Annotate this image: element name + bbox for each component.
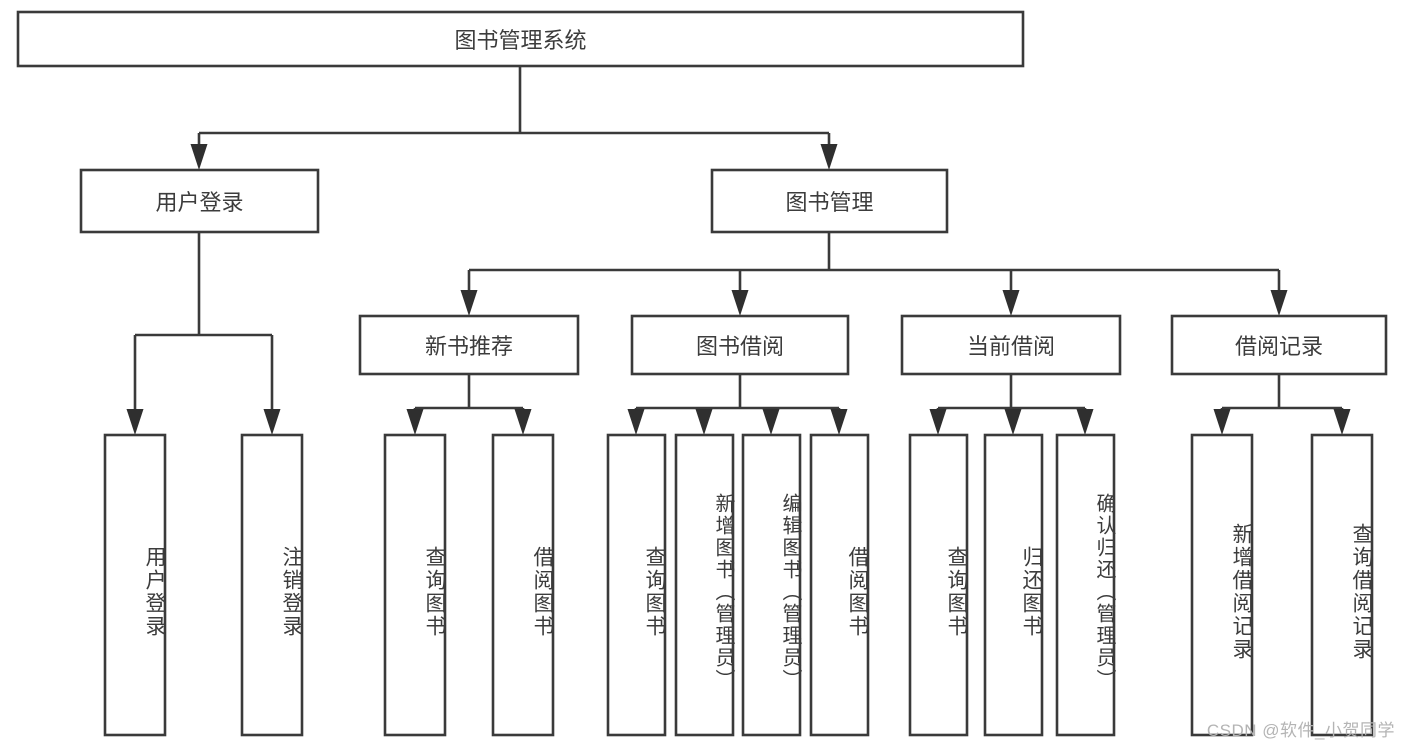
node-box-leaf-query-book-1[interactable] — [383, 433, 447, 737]
node-box-leaf-logout[interactable] — [240, 433, 304, 737]
arrow-head-icon — [830, 409, 848, 435]
node-box-leaf-user-login[interactable] — [103, 433, 167, 737]
arrow-head-icon — [731, 290, 749, 316]
node-box-user-login[interactable] — [79, 168, 320, 234]
node-box-current-borrow[interactable] — [900, 314, 1122, 376]
node-box-leaf-query-book-3[interactable] — [908, 433, 969, 737]
node-box-leaf-query-record[interactable] — [1310, 433, 1374, 737]
node-box-leaf-edit-book[interactable] — [741, 433, 802, 737]
node-box-leaf-return-book[interactable] — [983, 433, 1044, 737]
arrow-head-icon — [820, 144, 838, 170]
arrow-head-icon — [762, 409, 780, 435]
node-box-book-management[interactable] — [710, 168, 949, 234]
node-box-leaf-add-book[interactable] — [674, 433, 735, 737]
node-box-borrow-record[interactable] — [1170, 314, 1388, 376]
arrow-head-icon — [190, 144, 208, 170]
arrow-head-icon — [1270, 290, 1288, 316]
node-box-leaf-add-record[interactable] — [1190, 433, 1254, 737]
arrow-head-icon — [514, 409, 532, 435]
arrow-head-icon — [263, 409, 281, 435]
node-box-leaf-confirm-return[interactable] — [1055, 433, 1116, 737]
arrow-head-icon — [1002, 290, 1020, 316]
node-box-book-borrow[interactable] — [630, 314, 850, 376]
arrow-head-icon — [1076, 409, 1094, 435]
arrow-head-icon — [627, 409, 645, 435]
node-box-leaf-borrow-book-1[interactable] — [491, 433, 555, 737]
arrow-head-icon — [460, 290, 478, 316]
node-box-new-book-recommend[interactable] — [358, 314, 580, 376]
arrow-head-icon — [695, 409, 713, 435]
watermark-text: CSDN @软件_小贺同学 — [1206, 721, 1395, 740]
arrow-head-icon — [1333, 409, 1351, 435]
boxes-layer — [16, 10, 1388, 737]
arrow-head-icon — [1004, 409, 1022, 435]
arrow-head-icon — [1213, 409, 1231, 435]
arrow-head-icon — [406, 409, 424, 435]
node-box-leaf-query-book-2[interactable] — [606, 433, 667, 737]
edges-layer — [126, 66, 1351, 435]
node-box-root[interactable] — [16, 10, 1025, 68]
arrow-head-icon — [126, 409, 144, 435]
node-box-leaf-borrow-book-2[interactable] — [809, 433, 870, 737]
arrow-head-icon — [929, 409, 947, 435]
